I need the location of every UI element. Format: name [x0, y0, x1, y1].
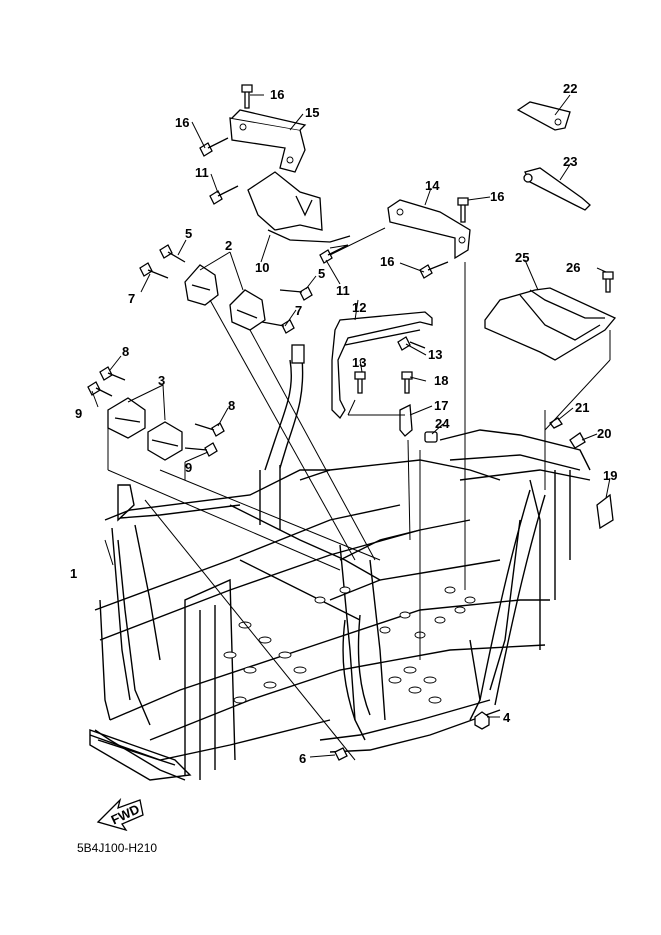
- part-6-clip: [334, 747, 348, 761]
- part-2-mounts: [184, 264, 266, 331]
- callout-16b: 16: [175, 115, 189, 130]
- callouts: 1 2 3 4 5 5 6 7 7 8 8 9 9 10 11 11 12 13…: [70, 81, 617, 766]
- callout-26: 26: [566, 260, 580, 275]
- fwd-arrow: FWD: [96, 797, 144, 832]
- callout-4: 4: [503, 710, 511, 725]
- part-19-label: [596, 493, 614, 530]
- callout-18: 18: [434, 373, 448, 388]
- part-14-bracket: [387, 199, 471, 260]
- callout-8b: 8: [228, 398, 235, 413]
- callout-2: 2: [225, 238, 232, 253]
- callout-21: 21: [575, 400, 589, 415]
- callout-20: 20: [597, 426, 611, 441]
- part-12-bar: [331, 311, 433, 420]
- callout-11b: 11: [336, 283, 350, 298]
- part-3-mounts: [107, 397, 183, 461]
- part-21-label: [549, 417, 563, 429]
- callout-14: 14: [425, 178, 440, 193]
- callout-1: 1: [70, 566, 77, 581]
- part-23-rod: [523, 167, 591, 211]
- floor-holes: [223, 586, 476, 704]
- callout-9b: 9: [185, 460, 192, 475]
- callout-7a: 7: [128, 291, 135, 306]
- callout-5b: 5: [318, 266, 325, 281]
- part-17-bracket: [399, 403, 413, 437]
- callout-13b: 13: [428, 347, 442, 362]
- diagram-code: 5B4J100-H210: [77, 841, 157, 855]
- callout-11a: 11: [195, 165, 209, 180]
- callout-17: 17: [434, 398, 448, 413]
- callout-16a: 16: [270, 87, 284, 102]
- callout-9a: 9: [75, 406, 82, 421]
- callout-19: 19: [603, 468, 617, 483]
- callout-15: 15: [305, 105, 319, 120]
- callout-5a: 5: [185, 226, 192, 241]
- part-20-label: [569, 432, 586, 449]
- callout-6: 6: [299, 751, 306, 766]
- part-10-bracket: [247, 171, 351, 243]
- fwd-label: FWD: [109, 801, 142, 827]
- callout-8a: 8: [122, 344, 129, 359]
- bolts: [87, 84, 614, 457]
- part-4-nut: [474, 711, 490, 730]
- callout-16c: 16: [490, 189, 504, 204]
- part-24-cap: [424, 431, 438, 443]
- part-25-plate: [484, 287, 617, 361]
- part-15-bracket: [229, 109, 307, 173]
- callout-13a: 13: [352, 355, 366, 370]
- callout-12: 12: [352, 300, 366, 315]
- callout-3: 3: [158, 373, 165, 388]
- callout-22: 22: [563, 81, 577, 96]
- callout-10: 10: [255, 260, 269, 275]
- callout-16d: 16: [380, 254, 394, 269]
- callout-7b: 7: [295, 303, 302, 318]
- callout-25: 25: [515, 250, 529, 265]
- leader-lines: [91, 94, 611, 761]
- callout-24: 24: [435, 416, 450, 431]
- callout-23: 23: [563, 154, 577, 169]
- part-22-plate: [516, 101, 571, 131]
